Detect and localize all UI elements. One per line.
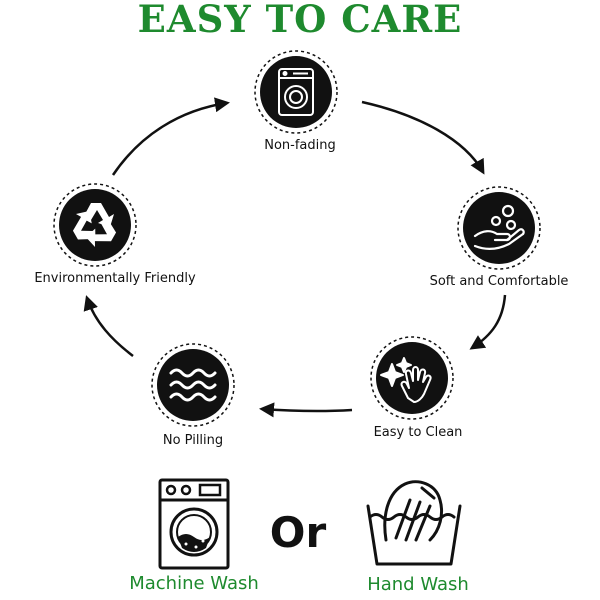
arrow-pilling-to-env [83,295,134,357]
feature-label-easy-to-clean: Easy to Clean [373,425,463,440]
cycle-arrows [83,97,507,418]
page-title: EASY TO CARE [137,0,463,41]
or-label: Or [269,508,327,557]
hand-wash-label: Hand Wash [367,574,469,595]
sparkle-hand-icon [380,357,432,403]
feature-label-soft-comfortable: Soft and Comfortable [429,274,569,289]
feature-label-no-pilling: No Pilling [162,433,224,448]
easy-to-clean-badge [370,336,454,420]
non-fading-badge [254,50,338,134]
waves-icon [169,368,217,402]
machine-wash-label: Machine Wash [129,573,259,594]
arrow-soft-to-clean [469,294,507,350]
machine-wash-icon [158,478,230,570]
arrow-clean-to-pilling [259,402,353,418]
arrow-nonfading-to-soft [361,100,485,175]
soft-comfortable-badge [457,186,541,270]
feature-label-non-fading: Non-fading [264,138,336,153]
hand-wash-icon [366,480,462,566]
washing-machine-icon [278,68,314,116]
recycle-icon [72,203,117,247]
hand-bubbles-icon [473,204,525,250]
arrow-env-to-nonfading [111,97,230,176]
environmentally-friendly-badge [53,183,137,267]
no-pilling-badge [151,343,235,427]
feature-label-environmentally-friendly: Environmentally Friendly [34,271,196,286]
